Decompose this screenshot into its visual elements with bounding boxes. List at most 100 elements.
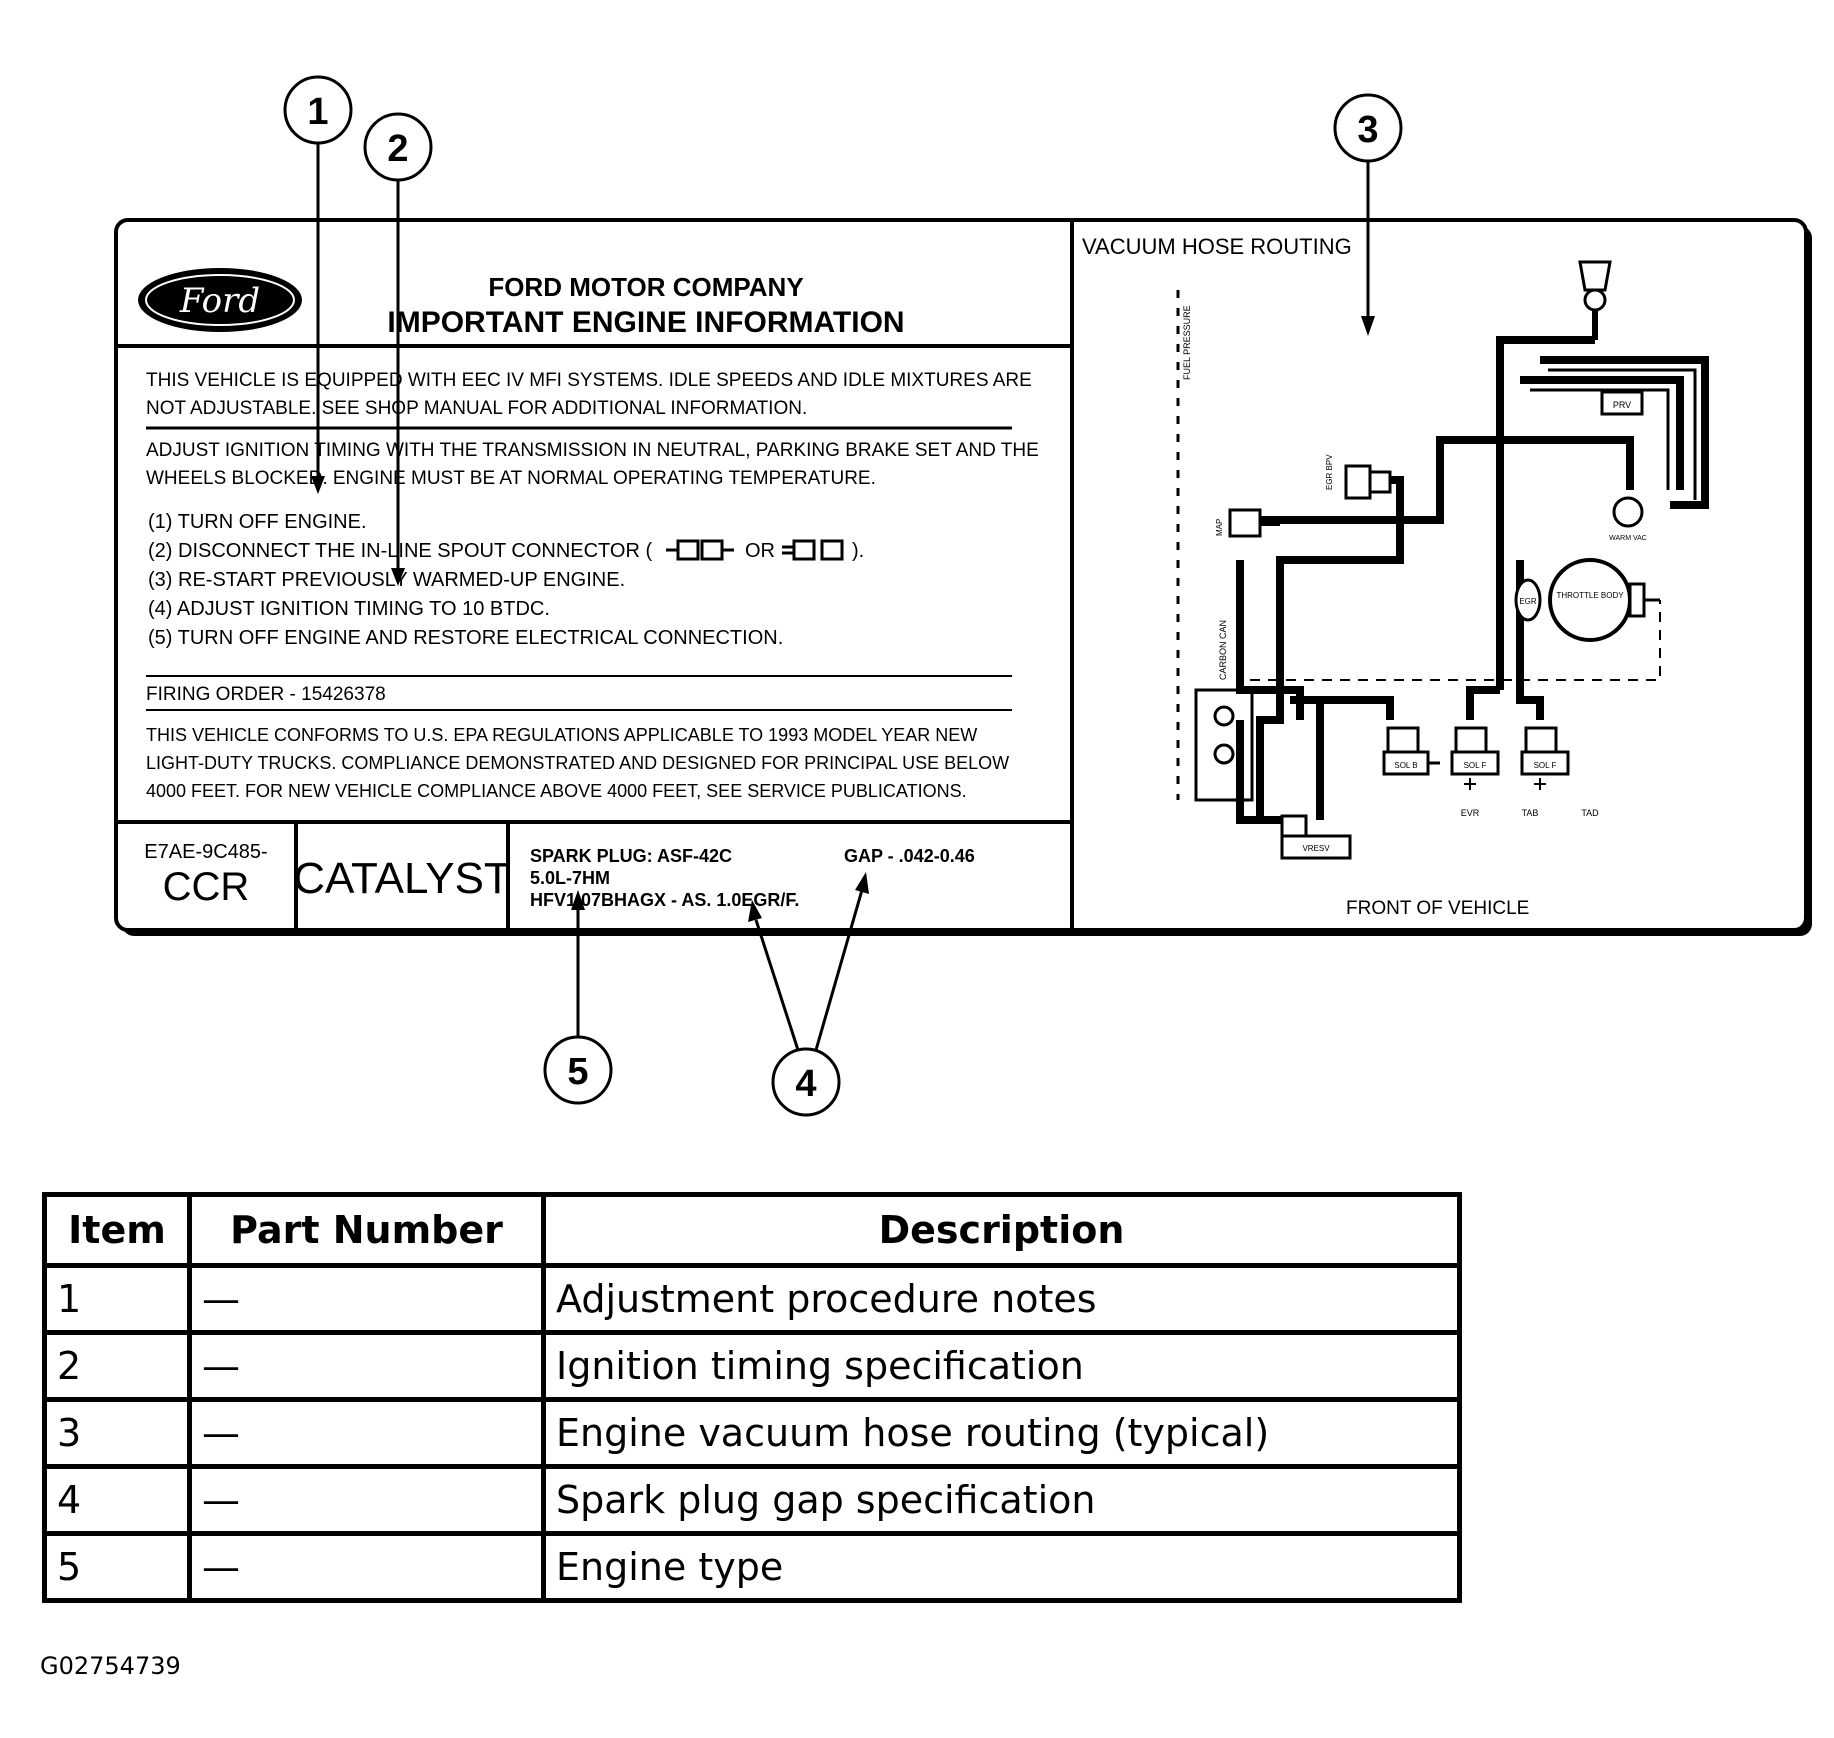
intro-line-1: THIS VEHICLE IS EQUIPPED WITH EEC IV MFI… bbox=[146, 370, 1032, 391]
tab-label: TAB bbox=[1522, 808, 1539, 818]
throttle-body-icon bbox=[1548, 558, 1660, 642]
step-2-end: ). bbox=[852, 540, 864, 562]
firing-order: FIRING ORDER - 15426378 bbox=[146, 684, 386, 705]
callout-2-number: 2 bbox=[387, 128, 408, 170]
part-number-cell: — bbox=[187, 1464, 546, 1536]
item-cell: 3 bbox=[42, 1397, 192, 1469]
ford-logo bbox=[138, 268, 302, 332]
solenoid-icon bbox=[1382, 726, 1440, 776]
table-row: 3 — Engine vacuum hose routing (typical) bbox=[42, 1397, 1462, 1469]
warm-vac-icon bbox=[1612, 496, 1644, 528]
adjust-line-1: ADJUST IGNITION TIMING WITH THE TRANSMIS… bbox=[146, 440, 1039, 461]
description-cell: Ignition timing specification bbox=[541, 1330, 1462, 1402]
spark-plug-spec: SPARK PLUG: ASF-42C bbox=[530, 846, 732, 866]
vacuum-reservoir bbox=[1280, 834, 1352, 860]
callout-5-number: 5 bbox=[567, 1051, 588, 1093]
item-cell: 5 bbox=[42, 1531, 192, 1603]
solenoid-f2-icon bbox=[1520, 726, 1570, 790]
sol-b-label: SOL B bbox=[1394, 761, 1417, 770]
carbon-canister bbox=[1194, 688, 1254, 802]
callout-1: 1 bbox=[283, 75, 353, 494]
header-description: Description bbox=[541, 1192, 1462, 1268]
table-row: 4 — Spark plug gap specification bbox=[42, 1464, 1462, 1536]
throttle-label: THROTTLE BODY bbox=[1556, 591, 1624, 600]
table-header-row: Item Part Number Description bbox=[42, 1192, 1462, 1268]
ford-logo-ring bbox=[145, 274, 295, 326]
gap-spec: GAP - .042-0.46 bbox=[844, 846, 975, 866]
header-part-number: Part Number bbox=[187, 1192, 546, 1268]
egr-label: EGR bbox=[1519, 597, 1537, 606]
sol2-label: SOL F bbox=[1534, 761, 1557, 770]
item-cell: 1 bbox=[42, 1263, 192, 1335]
callout-5: 5 bbox=[543, 890, 613, 1105]
part-number-cell: — bbox=[187, 1263, 546, 1335]
fuel-pressure-label: FUEL PRESSURE bbox=[1182, 305, 1192, 380]
step-2-or: OR bbox=[745, 540, 775, 562]
step-4: (4) ADJUST IGNITION TIMING TO 10 BTDC. bbox=[148, 598, 550, 620]
prv-label: PRV bbox=[1613, 400, 1631, 410]
item-cell: 4 bbox=[42, 1464, 192, 1536]
catalyst-label: CATALYST bbox=[293, 854, 511, 903]
intro-line-2: NOT ADJUSTABLE. SEE SHOP MANUAL FOR ADDI… bbox=[146, 398, 807, 419]
description-cell: Engine vacuum hose routing (typical) bbox=[541, 1397, 1462, 1469]
part-code: E7AE-9C485- bbox=[144, 841, 267, 863]
part-number-cell: — bbox=[187, 1397, 546, 1469]
step-3: (3) RE-START PREVIOUSLY WARMED-UP ENGINE… bbox=[148, 569, 625, 591]
callout-1-number: 1 bbox=[307, 91, 328, 133]
parts-legend-table: Item Part Number Description 1 — Adjustm… bbox=[42, 1192, 1462, 1603]
connector-symbol-alt-icon bbox=[782, 539, 844, 561]
egr-valve-icon bbox=[1514, 578, 1542, 622]
part-number-cell: — bbox=[187, 1531, 546, 1603]
vresv-label: VRESV bbox=[1302, 844, 1330, 853]
connector-symbol-icon bbox=[666, 539, 734, 561]
conforms-line-3: 4000 FEET. FOR NEW VEHICLE COMPLIANCE AB… bbox=[146, 781, 967, 801]
conforms-line-1: THIS VEHICLE CONFORMS TO U.S. EPA REGULA… bbox=[146, 725, 977, 745]
callout-4: 4 bbox=[748, 872, 869, 1117]
callout-3: 3 bbox=[1333, 93, 1403, 336]
vacuum-sensor-icon bbox=[1578, 260, 1612, 340]
vacuum-title: VACUUM HOSE ROUTING bbox=[1082, 234, 1352, 259]
front-of-vehicle: FRONT OF VEHICLE bbox=[1346, 898, 1529, 919]
warm-vac-label: WARM VAC bbox=[1609, 535, 1647, 542]
ford-logo-text: Ford bbox=[179, 281, 260, 321]
conforms-line-2: LIGHT-DUTY TRUCKS. COMPLIANCE DEMONSTRAT… bbox=[146, 753, 1009, 773]
callout-4-number: 4 bbox=[795, 1063, 816, 1105]
description-cell: Adjustment procedure notes bbox=[541, 1263, 1462, 1335]
sol1-label: SOL F bbox=[1464, 761, 1487, 770]
adjust-line-2: WHEELS BLOCKED. ENGINE MUST BE AT NORMAL… bbox=[146, 468, 876, 489]
table-row: 5 — Engine type bbox=[42, 1531, 1462, 1603]
step-2: (2) DISCONNECT THE IN-LINE SPOUT CONNECT… bbox=[148, 540, 652, 562]
step-5: (5) TURN OFF ENGINE AND RESTORE ELECTRIC… bbox=[148, 627, 783, 649]
header-item: Item bbox=[42, 1192, 192, 1268]
engine-label-diagram: Ford FORD MOTOR COMPANY IMPORTANT ENGINE… bbox=[114, 75, 1812, 1117]
engine-spec: 5.0L-7HM bbox=[530, 868, 610, 888]
part-suffix: CCR bbox=[163, 865, 250, 909]
callout-2: 2 bbox=[363, 112, 433, 586]
item-cell: 2 bbox=[42, 1330, 192, 1402]
evr-label: EVR bbox=[1461, 808, 1480, 818]
hfv-spec: HFV1.07BHAGX - AS. 1.0EGR/F. bbox=[530, 890, 799, 910]
solenoid-f1-icon bbox=[1450, 726, 1500, 790]
label-heading: IMPORTANT ENGINE INFORMATION bbox=[387, 306, 904, 339]
map-label: MAP bbox=[1215, 519, 1224, 536]
description-cell: Spark plug gap specification bbox=[541, 1464, 1462, 1536]
reservoir-fitting bbox=[1280, 814, 1308, 838]
table-row: 2 — Ignition timing specification bbox=[42, 1330, 1462, 1402]
callout-3-number: 3 bbox=[1357, 109, 1378, 151]
canister-port-1 bbox=[1213, 705, 1235, 727]
vacuum-hoses-inner bbox=[1530, 368, 1697, 500]
prv-box bbox=[1600, 390, 1644, 416]
step-1: (1) TURN OFF ENGINE. bbox=[148, 511, 367, 533]
bpv-label: EGR BPV bbox=[1325, 454, 1334, 490]
figure-id: G02754739 bbox=[40, 1652, 181, 1680]
canister-label: CARBON CAN bbox=[1218, 620, 1228, 680]
part-number-cell: — bbox=[187, 1330, 546, 1402]
company-name: FORD MOTOR COMPANY bbox=[488, 272, 803, 302]
description-cell: Engine type bbox=[541, 1531, 1462, 1603]
vacuum-hoses bbox=[1236, 336, 1709, 824]
table-row: 1 — Adjustment procedure notes bbox=[42, 1263, 1462, 1335]
canister-port-2 bbox=[1213, 743, 1235, 765]
egr-bpv-icon bbox=[1344, 464, 1392, 500]
tad-label: TAD bbox=[1581, 808, 1599, 818]
map-sensor-icon bbox=[1228, 508, 1280, 538]
